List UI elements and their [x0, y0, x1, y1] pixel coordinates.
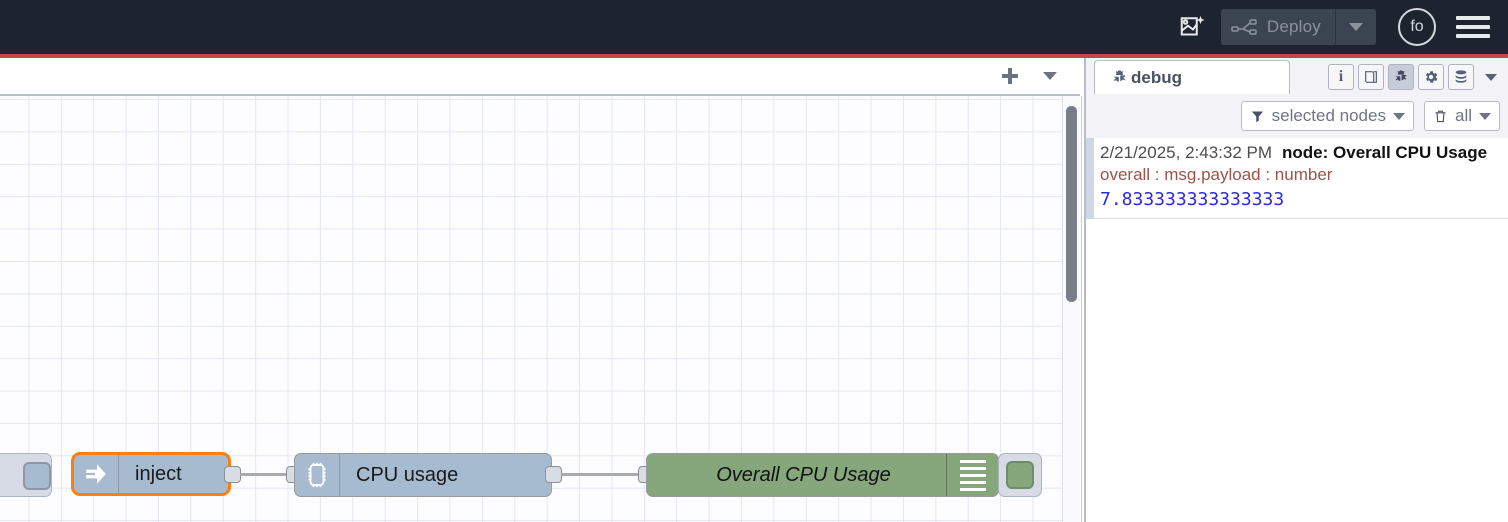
hamburger-menu-icon[interactable] — [1456, 11, 1490, 43]
tab-debug[interactable]: debug — [1094, 60, 1290, 94]
deploy-icon — [1231, 19, 1257, 35]
plus-icon — [1002, 68, 1018, 84]
debug-message-timestamp: 2/21/2025, 2:43:32 PM — [1100, 143, 1273, 162]
node-inject[interactable]: inject — [71, 452, 231, 496]
info-icon[interactable]: i — [1328, 64, 1354, 90]
avatar-initials: fo — [1410, 18, 1424, 35]
wire-inject-to-cpu[interactable] — [240, 473, 290, 476]
tab-debug-label: debug — [1131, 67, 1182, 87]
sidebar-tabrow: debug i — [1086, 58, 1508, 94]
deploy-button[interactable]: Deploy — [1220, 9, 1376, 45]
chevron-down-icon — [1043, 72, 1057, 80]
deploy-dropdown-button[interactable] — [1336, 9, 1376, 45]
debug-clear-label: all — [1454, 106, 1472, 125]
deploy-divider — [1335, 9, 1336, 45]
database-icon[interactable] — [1448, 64, 1474, 90]
node-debug-enable-toggle[interactable] — [998, 453, 1042, 497]
chevron-down-icon — [1392, 112, 1405, 120]
flow-canvas[interactable]: inject CPU usage Overall CPU Usage — [0, 96, 1062, 522]
chevron-down-icon — [1349, 23, 1363, 31]
chevron-down-icon — [1485, 73, 1497, 81]
arrow-right-inject-icon — [74, 455, 119, 493]
trash-icon — [1435, 110, 1446, 122]
chevron-down-icon — [1479, 112, 1491, 120]
debug-node-filter-label: selected nodes — [1271, 106, 1386, 125]
bug-icon[interactable] — [1388, 64, 1414, 90]
debug-message-header: 2/21/2025, 2:43:32 PM node: Overall CPU … — [1100, 143, 1504, 163]
bug-icon — [1113, 70, 1126, 82]
debug-message-value: 7.833333333333333 — [1100, 189, 1285, 210]
debug-clear-button[interactable]: all — [1423, 101, 1500, 131]
sidebar-toolbar: i — [1324, 60, 1508, 94]
book-icon[interactable] — [1358, 64, 1384, 90]
add-flow-button[interactable] — [990, 57, 1030, 95]
debug-message-source[interactable]: node: Overall CPU Usage — [1282, 143, 1488, 162]
debug-message-topic: overall : msg.payload : number — [1100, 165, 1333, 184]
app-header: Deploy fo — [0, 0, 1508, 54]
sidebar-panel: debug i — [1084, 58, 1508, 522]
flow-tabbar — [0, 58, 1080, 96]
node-inject-label: inject — [135, 462, 182, 485]
header-accent-bar — [0, 54, 1508, 58]
node-overall-cpu-usage-debug[interactable]: Overall CPU Usage — [646, 453, 999, 497]
avatar[interactable]: fo — [1398, 8, 1436, 46]
wire-cpu-to-debug[interactable] — [561, 473, 641, 476]
canvas-vertical-scrollbar[interactable] — [1062, 96, 1082, 522]
node-cpu-usage-label: CPU usage — [356, 463, 459, 486]
sidebar-menu-button[interactable] — [1478, 64, 1504, 90]
node-inject-output-port[interactable] — [224, 466, 241, 483]
funnel-icon — [1251, 111, 1263, 122]
node-cpu-output-port[interactable] — [545, 466, 562, 483]
node-placeholder[interactable] — [0, 453, 52, 497]
flow-menu-button[interactable] — [1030, 57, 1070, 95]
gear-icon[interactable] — [1418, 64, 1444, 90]
debug-message-row[interactable]: 2/21/2025, 2:43:32 PM node: Overall CPU … — [1086, 138, 1508, 219]
debug-lines-icon — [946, 454, 998, 496]
node-debug-label: Overall CPU Usage — [716, 463, 891, 486]
microchip-icon — [295, 454, 340, 496]
debug-message-list[interactable]: 2/21/2025, 2:43:32 PM node: Overall CPU … — [1086, 138, 1508, 522]
deploy-label: Deploy — [1266, 17, 1321, 36]
debug-filter-row: selected nodes all — [1086, 94, 1508, 138]
debug-node-filter-button[interactable]: selected nodes — [1240, 101, 1414, 131]
canvas-scrollbar-thumb[interactable] — [1066, 106, 1077, 302]
node-placeholder-icon — [23, 462, 51, 490]
node-cpu-usage[interactable]: CPU usage — [294, 453, 552, 497]
flow-sparkle-icon[interactable] — [1171, 5, 1215, 49]
